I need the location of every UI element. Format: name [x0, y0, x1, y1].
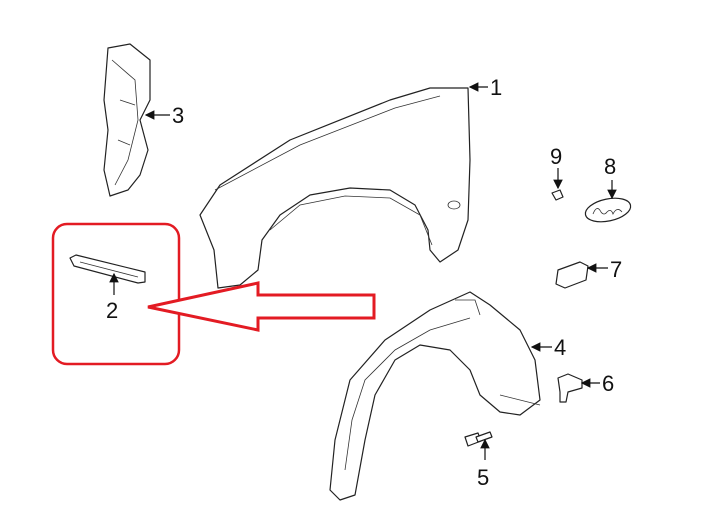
callout-7: 7: [610, 257, 622, 282]
part-9-clip: [551, 189, 564, 201]
part-2-bracket: [69, 254, 146, 284]
part-1-fender: [199, 87, 471, 289]
part-8-emblem: [584, 197, 632, 223]
callout-3: 3: [172, 103, 184, 128]
part-7-marker-lamp: [555, 261, 589, 289]
part-4-fender-liner: [329, 291, 541, 501]
callout-9: 9: [550, 144, 562, 169]
callout-6: 6: [602, 371, 614, 396]
part-6-clip: [557, 373, 583, 403]
callout-4: 4: [554, 335, 566, 360]
callout-1: 1: [490, 75, 502, 100]
callout-2: 2: [106, 298, 118, 323]
highlight-box: [51, 222, 181, 366]
callout-5: 5: [477, 465, 489, 490]
part-5-bolt: [464, 431, 493, 447]
part-3-fender-brace: [103, 43, 151, 197]
callout-8: 8: [604, 154, 616, 179]
highlight-arrow: [147, 281, 376, 332]
